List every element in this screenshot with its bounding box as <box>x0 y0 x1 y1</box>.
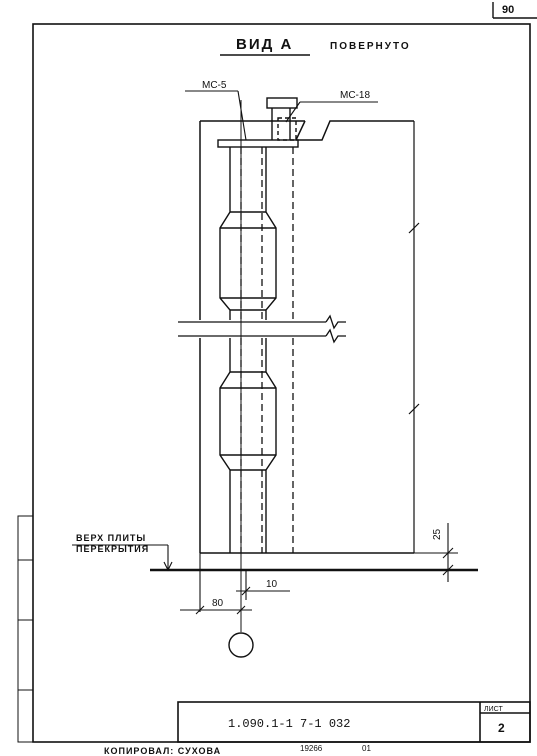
offset-dimensions <box>180 553 290 615</box>
sheet-number: 2 <box>498 721 505 735</box>
ms18-detail <box>266 97 298 141</box>
margin-strips <box>17 515 34 743</box>
break-lines <box>178 314 346 344</box>
panel-outline <box>199 120 414 554</box>
slab-top-leader <box>72 544 173 572</box>
slab-top-label-line2: ПЕРЕКРЫТИЯ <box>76 544 149 554</box>
axis-distance-label: 80 <box>212 598 224 609</box>
view-title: ВИД А <box>236 36 293 53</box>
gap-dimension-label: 25 <box>432 528 443 540</box>
page-number: 90 <box>502 4 514 16</box>
drawing-code: 1.090.1-1 7-1 032 <box>228 717 350 731</box>
ms5-label: МС-5 <box>202 80 227 91</box>
slab-top-label-line1: ВЕРХ ПЛИТЫ <box>76 533 146 543</box>
hidden-lines <box>240 147 294 553</box>
copied-by-stamp: КОПИРОВАЛ: СУХОВА <box>104 746 221 756</box>
view-subtitle: ПОВЕРНУТО <box>330 41 411 52</box>
offset-dimension-label: 10 <box>266 579 278 590</box>
bearing-plate <box>217 139 299 148</box>
drawing-frame <box>32 23 531 743</box>
column-body <box>219 147 277 553</box>
page-number-box: 90 <box>492 2 537 19</box>
axis-marker-circle <box>228 632 254 658</box>
ms5-leader <box>185 90 247 141</box>
ms18-leader <box>285 101 378 123</box>
gap-dimension <box>414 523 458 582</box>
ms18-label: МС-18 <box>340 90 370 101</box>
order-number: 19266 <box>300 744 323 753</box>
height-dimension <box>408 121 420 553</box>
sheet-label: ЛИСТ <box>484 706 503 713</box>
title-block <box>177 701 531 743</box>
footer-extra: 01 <box>362 744 371 753</box>
